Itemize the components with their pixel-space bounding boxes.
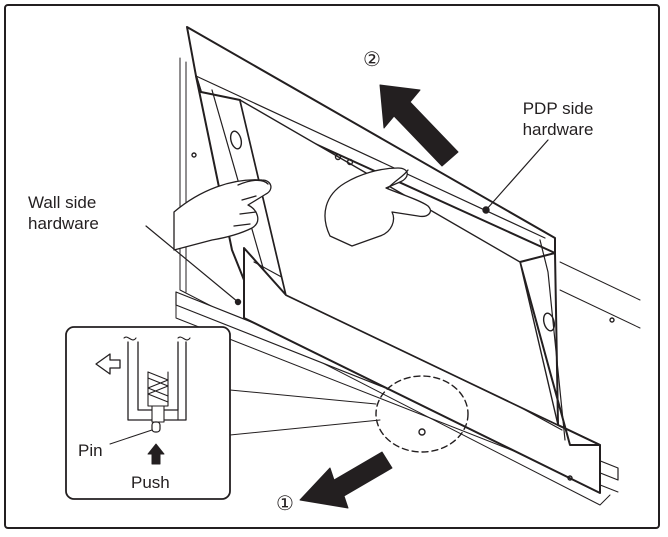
step-2-label: ②	[363, 49, 381, 71]
step-1-label: ①	[276, 493, 294, 515]
direction-arrows	[299, 84, 459, 509]
leader-lines	[145, 139, 549, 303]
arrow-1	[299, 451, 393, 509]
right-hand	[324, 167, 432, 247]
push-arrow	[147, 443, 165, 465]
pin-detail-inset	[65, 326, 231, 500]
pdp-side-hardware-label: PDP side hardware	[522, 99, 594, 139]
left-hand	[173, 179, 272, 251]
pin-label: Pin	[78, 441, 103, 460]
pin-detail-marker	[375, 375, 469, 453]
diagram-frame	[4, 4, 660, 529]
arrow-2	[379, 84, 459, 167]
push-label: Push	[131, 473, 170, 492]
wall-side-hardware-label: Wall side hardware	[28, 193, 99, 233]
hands	[173, 167, 432, 251]
